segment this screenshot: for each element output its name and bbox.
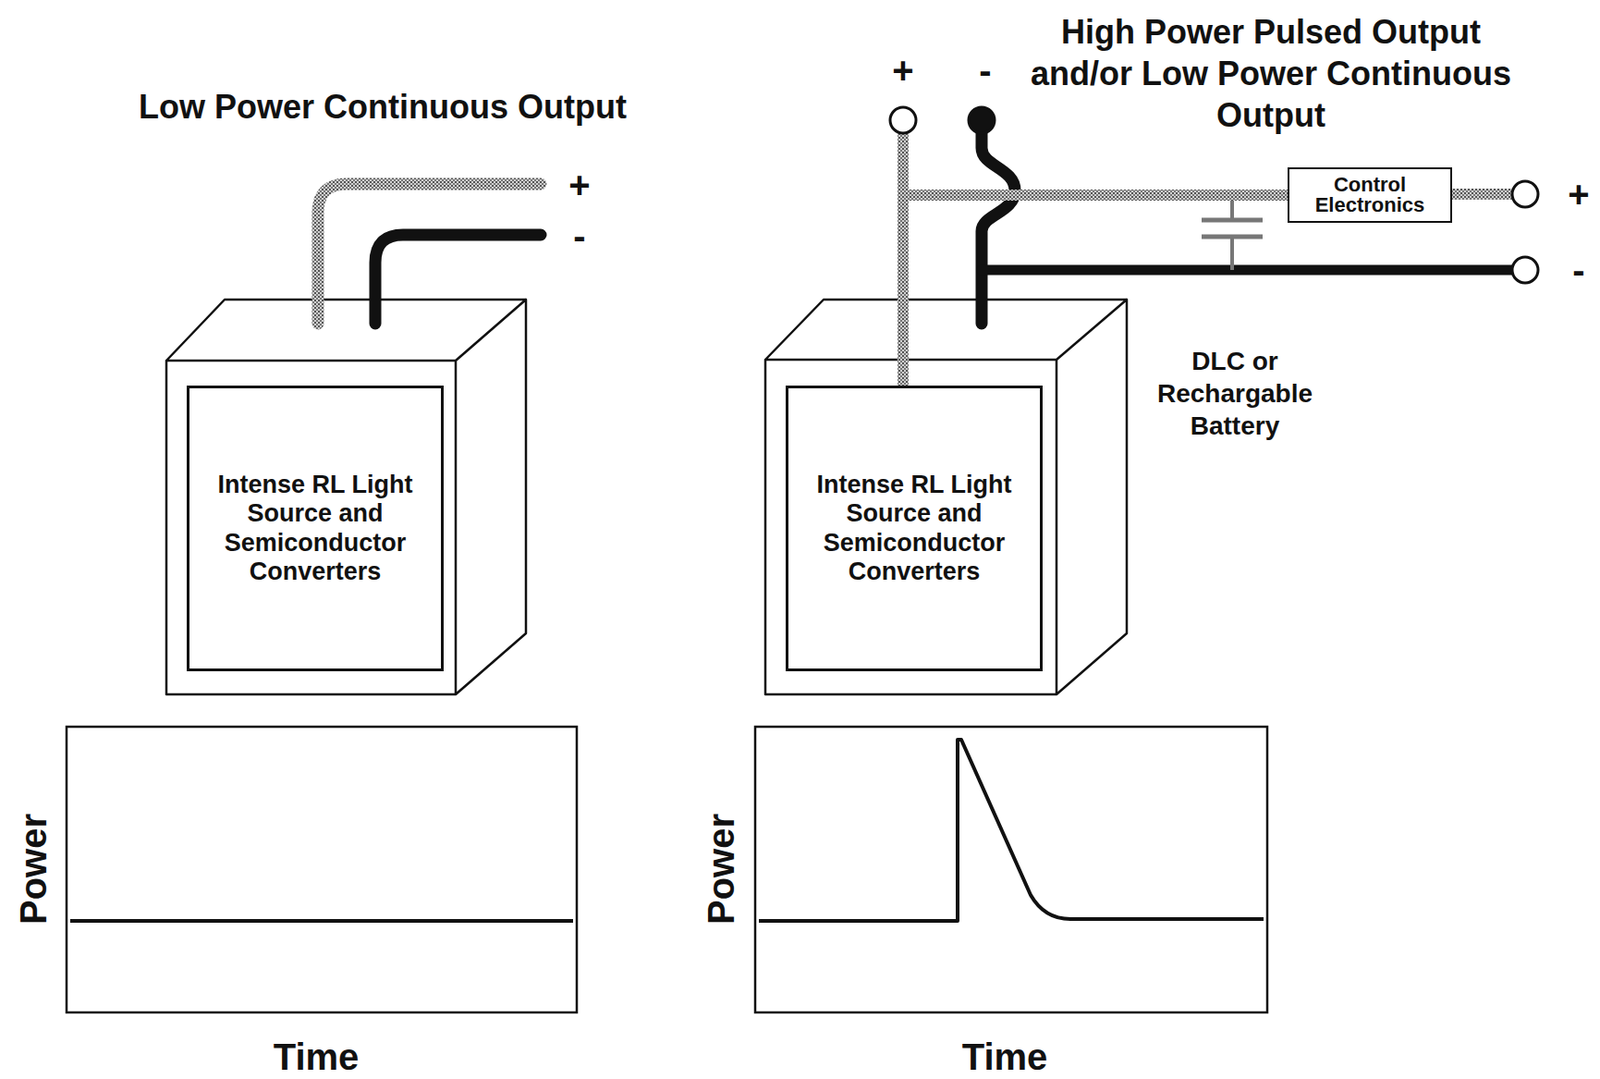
terminal xyxy=(968,107,995,134)
caption-label: DLC or Rechargable Battery xyxy=(1128,344,1342,442)
power-trace xyxy=(758,739,1264,921)
terminal-sign: - xyxy=(573,213,586,258)
chart-frame xyxy=(755,726,1268,1013)
converter-panel: Intense RL Light Source and Semiconducto… xyxy=(186,385,444,672)
terminal-sign: + xyxy=(1567,171,1589,217)
box-text: Intense RL Light Source and Semiconducto… xyxy=(204,470,427,586)
box-text: Control Electronics xyxy=(1294,174,1445,216)
terminal-sign: + xyxy=(891,48,914,93)
capacitor-lead xyxy=(1230,194,1234,270)
box-outline xyxy=(765,299,1127,695)
capacitor-symbol xyxy=(1201,219,1263,237)
caption-label: High Power Pulsed Output and/or Low Powe… xyxy=(1012,11,1530,136)
power-trace xyxy=(70,918,574,923)
terminal-sign: + xyxy=(568,162,590,208)
control-box: Control Electronics xyxy=(1287,167,1453,223)
positive-wire xyxy=(317,183,541,324)
caption-label: Low Power Continuous Output xyxy=(138,86,627,127)
negative-wire xyxy=(375,234,541,324)
terminal-sign: - xyxy=(978,48,991,93)
negative-wire xyxy=(981,133,1015,324)
terminal xyxy=(890,107,917,134)
negative-wire xyxy=(981,265,1513,276)
chart-frame xyxy=(66,726,577,1013)
terminal xyxy=(1512,256,1539,283)
axis-label: Power xyxy=(11,813,56,925)
terminal xyxy=(1512,181,1539,208)
box-text: Intense RL Light Source and Semiconducto… xyxy=(803,470,1026,586)
axis-label: Power xyxy=(698,813,744,925)
box-outline xyxy=(166,299,526,695)
positive-wire xyxy=(1452,188,1513,200)
terminal-sign: - xyxy=(1572,247,1585,293)
caption-label: Time xyxy=(273,1034,360,1079)
caption-label: Time xyxy=(962,1034,1049,1079)
converter-panel: Intense RL Light Source and Semiconducto… xyxy=(785,385,1043,672)
